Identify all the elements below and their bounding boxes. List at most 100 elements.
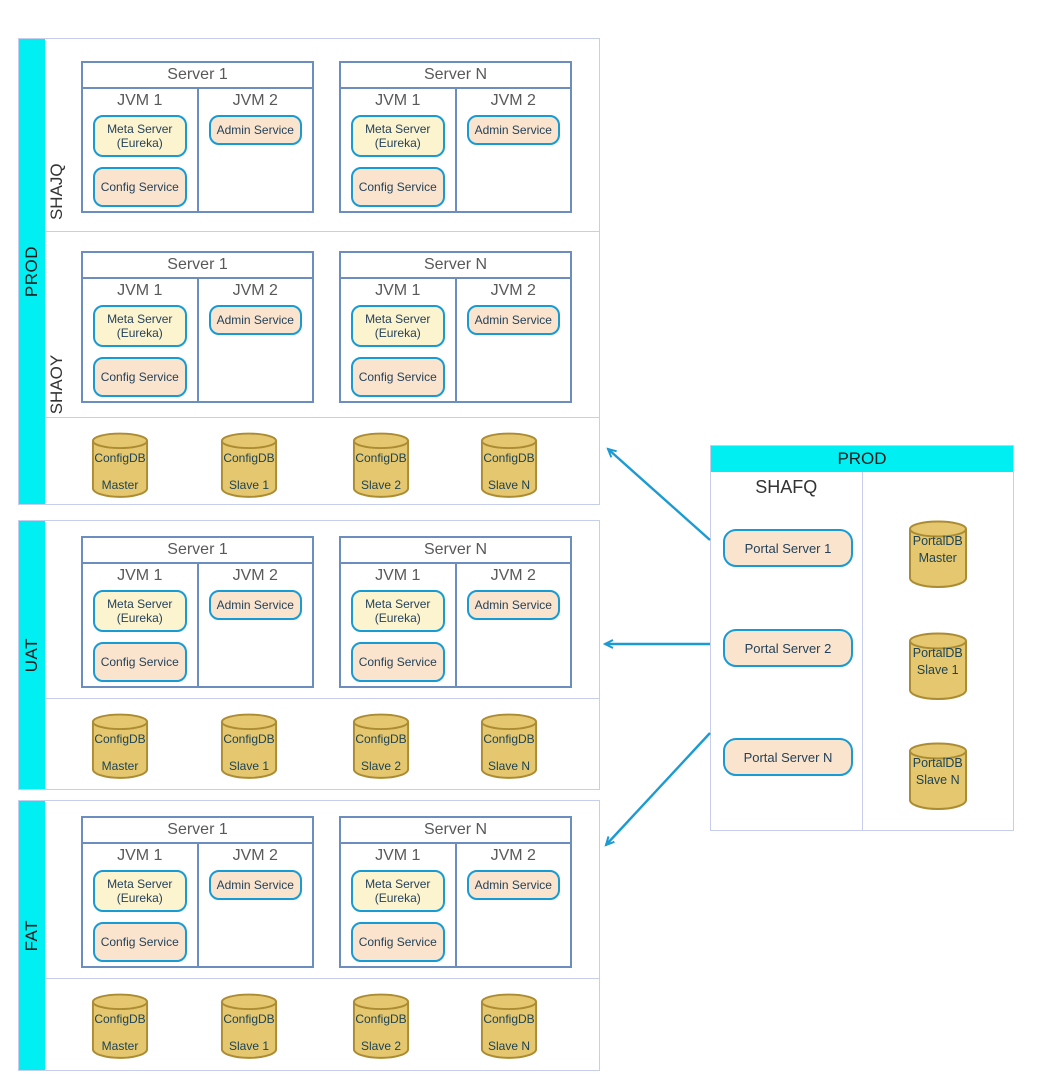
config-service-box: Config Service <box>93 357 187 397</box>
database-cylinder: PortalDB Master <box>908 518 968 590</box>
database-cylinder-icon <box>480 432 538 498</box>
portal-server-box: Portal Server N <box>723 738 853 776</box>
jvm-column-2: JVM 2 Admin Service <box>454 844 571 966</box>
environment-bar: UAT <box>19 521 45 789</box>
server-title: Server N <box>341 63 570 89</box>
database-cylinder-icon <box>908 742 967 810</box>
admin-service-box: Admin Service <box>208 305 302 335</box>
database-cylinder-icon <box>220 432 278 498</box>
database-cylinder: ConfigDB Slave 1 <box>220 993 278 1059</box>
server-title: Server N <box>341 818 570 844</box>
meta-server-box: Meta Server (Eureka) <box>351 870 445 912</box>
database-role: Master <box>101 759 139 773</box>
environment-bar: PROD <box>19 39 45 504</box>
server-box: Server 1 JVM 1 Meta Server (Eureka) Conf… <box>81 536 314 688</box>
environment-label: FAT <box>22 919 41 952</box>
environment-content: Server 1 JVM 1 Meta Server (Eureka) Conf… <box>45 521 599 789</box>
meta-server-box: Meta Server (Eureka) <box>351 305 445 347</box>
env-section-uat: UAT Server 1 JVM 1 Meta Server (Eureka) … <box>18 520 600 790</box>
config-service-box: Config Service <box>351 642 445 682</box>
database-role: Slave 1 <box>228 1039 270 1053</box>
jvm-column-2: JVM 2 Admin Service <box>454 564 571 686</box>
meta-server-box: Meta Server (Eureka) <box>93 590 187 632</box>
database-role: Slave N <box>915 773 960 787</box>
jvm-column-1: JVM 1 Meta Server (Eureka) Config Servic… <box>83 564 197 686</box>
jvm-column-2: JVM 2 Admin Service <box>196 564 313 686</box>
database-name: ConfigDB <box>483 451 535 465</box>
database-name: ConfigDB <box>223 1012 275 1026</box>
server-groups: Server 1 JVM 1 Meta Server (Eureka) Conf… <box>45 801 599 979</box>
jvm-title: JVM 2 <box>490 567 536 584</box>
server-box: Server N JVM 1 Meta Server (Eureka) Conf… <box>339 816 572 968</box>
server-group-row: SHAOY Server 1 JVM 1 Meta Server (Eureka… <box>45 232 599 418</box>
jvm-column-1: JVM 1 Meta Server (Eureka) Config Servic… <box>341 564 455 686</box>
jvm-column-1: JVM 1 Meta Server (Eureka) Config Servic… <box>341 279 455 401</box>
server-group-row: Server 1 JVM 1 Meta Server (Eureka) Conf… <box>45 521 599 699</box>
database-name: PortalDB <box>912 756 963 770</box>
database-role: Slave 2 <box>360 759 402 773</box>
config-service-box: Config Service <box>351 357 445 397</box>
jvm-title: JVM 1 <box>375 567 421 584</box>
environment-content: SHAJQ Server 1 JVM 1 Meta Server (Eureka… <box>45 39 599 504</box>
jvm-row: JVM 1 Meta Server (Eureka) Config Servic… <box>83 279 312 401</box>
server-title: Server 1 <box>83 818 312 844</box>
server-box: Server N JVM 1 Meta Server (Eureka) Conf… <box>339 251 572 403</box>
server-box: Server 1 JVM 1 Meta Server (Eureka) Conf… <box>81 61 314 213</box>
config-service-box: Config Service <box>351 922 445 962</box>
server-box: Server 1 JVM 1 Meta Server (Eureka) Conf… <box>81 251 314 403</box>
database-cylinder: ConfigDB Slave N <box>480 993 538 1059</box>
admin-service-box: Admin Service <box>208 590 302 620</box>
portal-panel-header: PROD <box>711 446 1013 472</box>
database-cylinder-icon <box>352 713 410 779</box>
jvm-column-1: JVM 1 Meta Server (Eureka) Config Servic… <box>83 89 197 211</box>
jvm-column-2: JVM 2 Admin Service <box>196 279 313 401</box>
database-cylinder-icon <box>480 993 538 1059</box>
meta-server-box: Meta Server (Eureka) <box>93 870 187 912</box>
environment-bar: FAT <box>19 801 45 1070</box>
database-cylinder: ConfigDB Slave 1 <box>220 713 278 779</box>
cluster-label: SHAFQ <box>755 477 818 497</box>
database-row: ConfigDB Master ConfigDB Slave 1 ConfigD… <box>45 979 599 1070</box>
jvm-title: JVM 2 <box>490 92 536 109</box>
jvm-title: JVM 2 <box>232 282 278 299</box>
server-title: Server 1 <box>83 253 312 279</box>
portal-server-box: Portal Server 1 <box>723 529 853 567</box>
server-title: Server N <box>341 538 570 564</box>
jvm-column-2: JVM 2 Admin Service <box>196 844 313 966</box>
database-role: Slave 1 <box>228 478 270 492</box>
database-role: Master <box>101 478 139 492</box>
database-role: Slave N <box>487 759 531 773</box>
jvm-row: JVM 1 Meta Server (Eureka) Config Servic… <box>341 89 570 211</box>
database-cylinder: ConfigDB Slave N <box>480 713 538 779</box>
database-cylinder-icon <box>91 713 149 779</box>
database-cylinder-icon <box>220 993 278 1059</box>
jvm-row: JVM 1 Meta Server (Eureka) Config Servic… <box>341 279 570 401</box>
admin-service-box: Admin Service <box>466 305 560 335</box>
admin-service-box: Admin Service <box>466 870 560 900</box>
database-cylinder-icon <box>91 432 149 498</box>
portal-server-box: Portal Server 2 <box>723 629 853 667</box>
server-box: Server N JVM 1 Meta Server (Eureka) Conf… <box>339 61 572 213</box>
jvm-column-2: JVM 2 Admin Service <box>196 89 313 211</box>
config-service-box: Config Service <box>93 922 187 962</box>
database-name: ConfigDB <box>94 1012 146 1026</box>
database-name: PortalDB <box>912 646 963 660</box>
admin-service-box: Admin Service <box>208 870 302 900</box>
config-service-box: Config Service <box>93 642 187 682</box>
environment-label: UAT <box>22 637 41 673</box>
jvm-title: JVM 2 <box>232 847 278 864</box>
database-name: ConfigDB <box>483 1012 535 1026</box>
jvm-title: JVM 2 <box>490 847 536 864</box>
jvm-row: JVM 1 Meta Server (Eureka) Config Servic… <box>83 89 312 211</box>
jvm-title: JVM 1 <box>117 282 163 299</box>
database-cylinder: ConfigDB Slave 2 <box>352 432 410 498</box>
jvm-title: JVM 2 <box>232 92 278 109</box>
database-cylinder-icon <box>908 632 967 700</box>
jvm-column-1: JVM 1 Meta Server (Eureka) Config Servic… <box>341 844 455 966</box>
server-title: Server 1 <box>83 63 312 89</box>
jvm-title: JVM 1 <box>117 567 163 584</box>
jvm-title: JVM 1 <box>117 847 163 864</box>
env-section-prod: PROD SHAJQ Server 1 JVM 1 Meta Server (E… <box>18 38 600 505</box>
arrow-to-prod <box>606 447 711 541</box>
server-title: Server 1 <box>83 538 312 564</box>
